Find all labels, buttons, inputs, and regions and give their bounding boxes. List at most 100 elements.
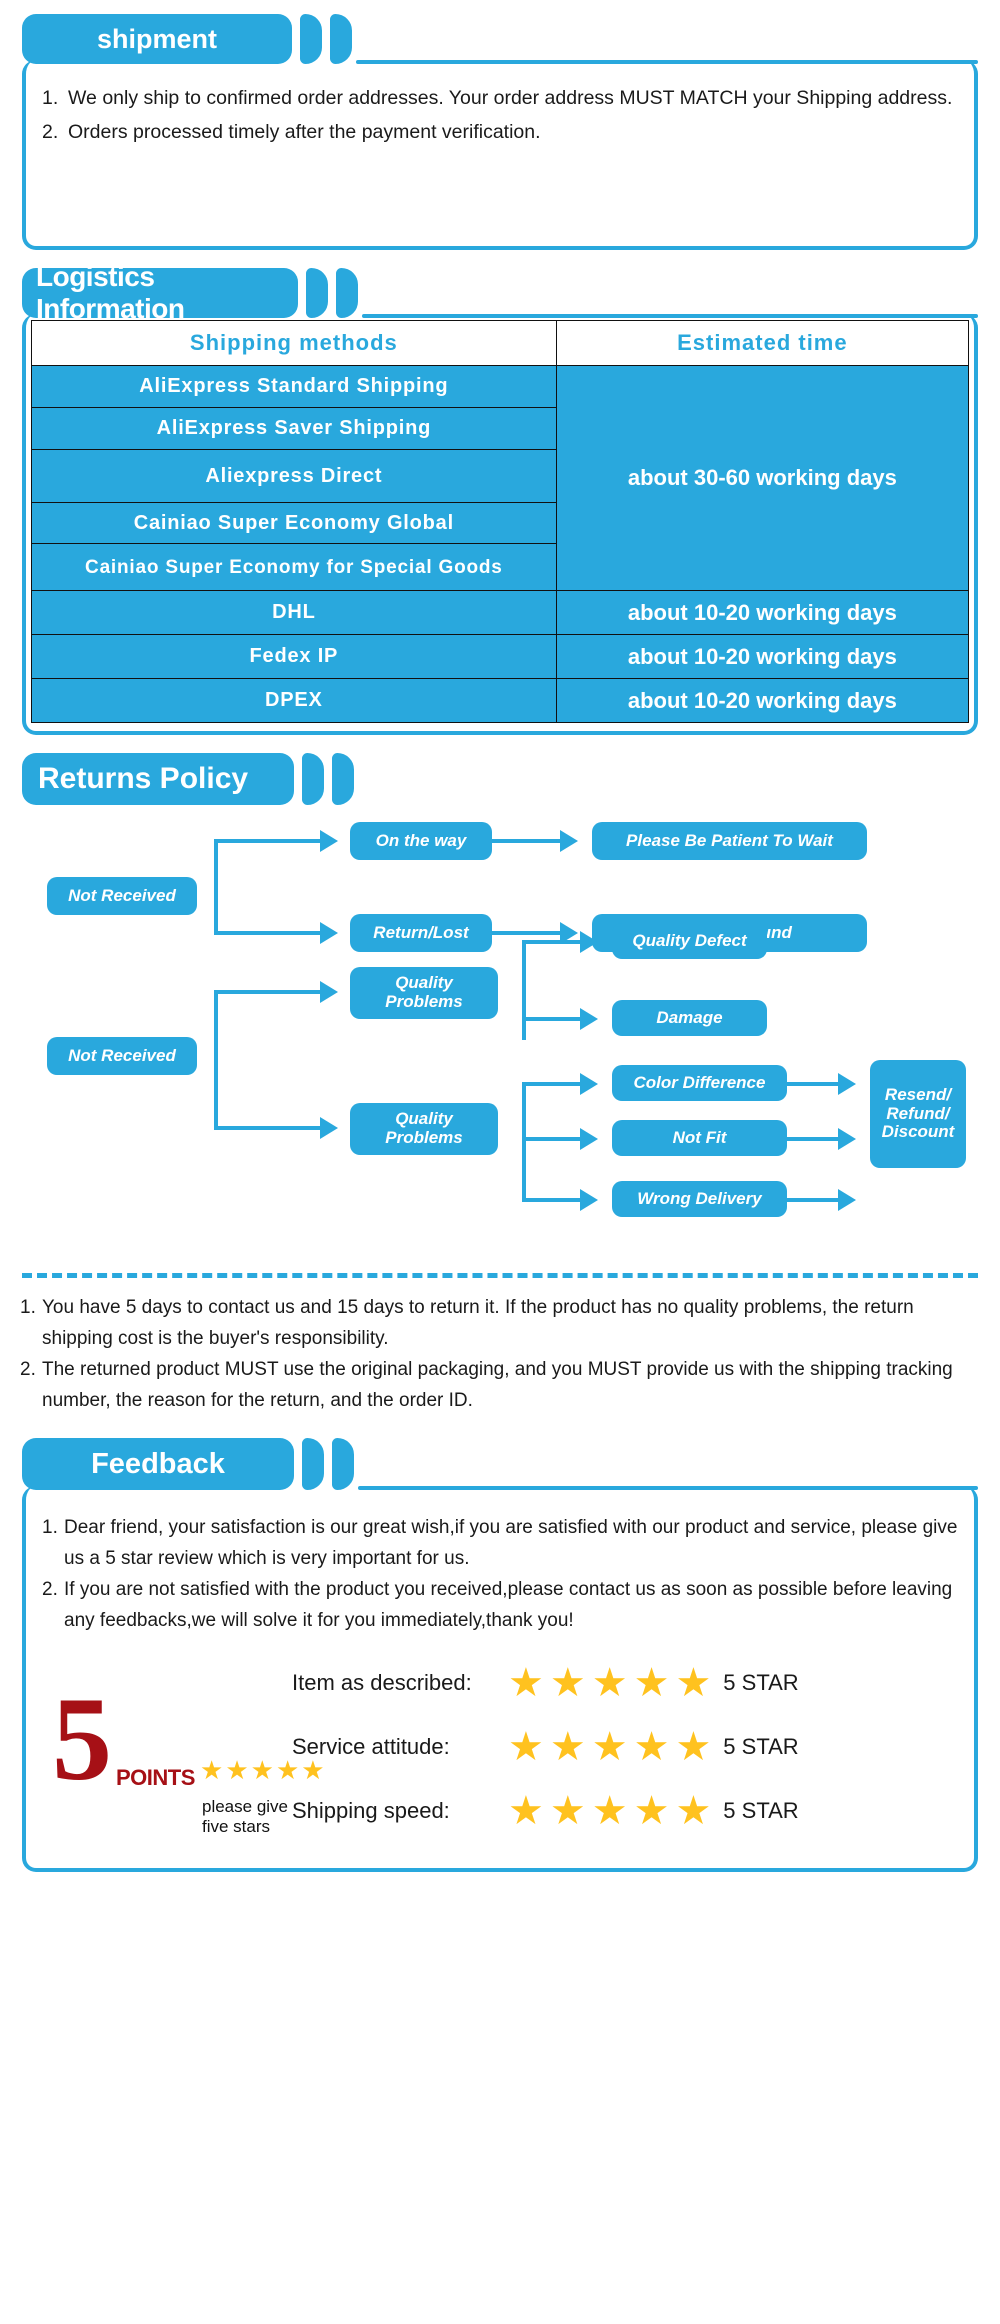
cell-estimated-time: about 10-20 working days	[555, 634, 970, 679]
cell-method: AliExpress Saver Shipping	[31, 407, 557, 450]
logistics-body: Shipping methods Estimated time AliExpre…	[22, 314, 978, 735]
flow-connector	[492, 839, 562, 843]
star-icon: ★	[250, 1755, 274, 1785]
cell-method: DPEX	[31, 678, 557, 723]
flow-connector	[522, 940, 584, 944]
cell-method: Fedex IP	[31, 634, 557, 679]
flow-connector	[214, 839, 218, 935]
returns-tab: Returns Policy	[22, 753, 294, 805]
list-item: 1. We only ship to confirmed order addre…	[42, 82, 958, 114]
cell-method: Cainiao Super Economy Global	[31, 502, 557, 544]
flow-node-damage: Damage	[612, 1000, 767, 1036]
decorative-pip-icon	[336, 268, 358, 318]
list-item: 1. Dear friend, your satisfaction is our…	[42, 1512, 958, 1574]
list-item-text: Orders processed timely after the paymen…	[68, 121, 541, 143]
star-icon: ★	[200, 1755, 224, 1785]
star-icon: ★	[508, 1789, 544, 1833]
star-icon: ★	[675, 1789, 712, 1833]
returns-header: Returns Policy	[22, 753, 978, 805]
returns-notes-list: 1. You have 5 days to contact us and 15 …	[20, 1292, 980, 1416]
list-item-text: We only ship to confirmed order addresse…	[68, 87, 953, 109]
list-item-number: 1.	[42, 1517, 58, 1538]
returns-title: Returns Policy	[38, 762, 249, 795]
rating-star-row: ★ ★ ★ ★ ★	[508, 1727, 711, 1767]
star-icon: ★	[591, 1661, 628, 1705]
returns-policy-section: Returns Policy Not Received On the way P…	[22, 753, 978, 1265]
logistics-table: Shipping methods Estimated time AliExpre…	[31, 320, 970, 723]
flow-connector	[522, 1017, 584, 1021]
cell-method: DHL	[31, 590, 557, 635]
rating-value: 5 STAR	[723, 1670, 799, 1695]
flow-connector	[492, 931, 562, 935]
list-item-number: 1.	[42, 87, 59, 109]
decorative-pip-icon	[300, 14, 322, 64]
flow-node-not-fit: Not Fit	[612, 1120, 787, 1156]
rating-row-item-as-described: Item as described: ★ ★ ★ ★ ★ 5 STAR	[292, 1658, 958, 1708]
flow-arrow-icon	[580, 1189, 598, 1211]
flow-arrow-icon	[838, 1073, 856, 1095]
star-icon: ★	[549, 1725, 586, 1769]
star-icon: ★	[508, 1725, 544, 1769]
rating-area: 5 POINTS ★ ★ ★ ★ ★ please give five star…	[42, 1658, 958, 1850]
feedback-body: 1. Dear friend, your satisfaction is our…	[22, 1486, 978, 1872]
flow-node-resend-refund-discount: Resend/ Refund/ Discount	[870, 1060, 966, 1168]
shipment-header: shipment	[22, 14, 978, 64]
flow-connector	[522, 1198, 584, 1202]
rating-value: 5 STAR	[723, 1734, 799, 1759]
cell-method: Aliexpress Direct	[31, 449, 557, 503]
star-icon: ★	[225, 1755, 249, 1785]
decorative-pip-icon	[302, 1438, 324, 1490]
rating-row-shipping-speed: Shipping speed: ★ ★ ★ ★ ★ 5 STAR	[292, 1786, 958, 1836]
flow-arrow-icon	[320, 830, 338, 852]
cell-method: Cainiao Super Economy for Special Goods	[31, 543, 557, 591]
flow-connector	[214, 1126, 324, 1130]
flow-node-not-received-2: Not Received	[47, 1037, 197, 1075]
flow-connector	[522, 1082, 584, 1086]
flow-connector	[522, 940, 526, 1040]
star-icon: ★	[508, 1661, 544, 1705]
list-item-number: 2.	[42, 1579, 58, 1600]
shipment-tab: shipment	[22, 14, 292, 64]
star-icon: ★	[633, 1661, 670, 1705]
decorative-pip-icon	[330, 14, 352, 64]
table-row: AliExpress Standard Shipping about 30-60…	[31, 365, 970, 591]
section-divider	[22, 1273, 978, 1278]
decorative-pip-icon	[302, 753, 324, 805]
flow-connector	[214, 931, 324, 935]
flow-arrow-icon	[320, 1117, 338, 1139]
feedback-tab: Feedback	[22, 1438, 294, 1490]
column-header-estimated-time: Estimated time	[555, 320, 970, 366]
shipment-body: 1. We only ship to confirmed order addre…	[22, 60, 978, 250]
shipment-section: shipment 1. We only ship to confirmed or…	[22, 14, 978, 250]
star-icon: ★	[591, 1789, 628, 1833]
star-icon: ★	[591, 1725, 628, 1769]
flow-arrow-icon	[320, 922, 338, 944]
flow-node-on-the-way: On the way	[350, 822, 492, 860]
decorative-pip-icon	[306, 268, 328, 318]
flow-arrow-icon	[838, 1189, 856, 1211]
table-row: DHL about 10-20 working days	[31, 590, 970, 635]
list-item-number: 2.	[20, 1359, 36, 1380]
rating-star-row: ★ ★ ★ ★ ★	[508, 1663, 711, 1703]
table-row: DPEX about 10-20 working days	[31, 678, 970, 723]
table-row: AliExpress Saver Shipping	[31, 407, 969, 450]
header-rule	[356, 60, 978, 64]
flow-connector	[214, 990, 218, 1130]
star-icon: ★	[301, 1755, 325, 1785]
cell-estimated-time: about 30-60 working days	[555, 365, 970, 591]
header-rule	[362, 314, 978, 318]
logistics-tab: Logistics Information	[22, 261, 298, 324]
flow-arrow-icon	[580, 1073, 598, 1095]
feedback-list: 1. Dear friend, your satisfaction is our…	[42, 1512, 958, 1636]
rating-label: Shipping speed:	[292, 1798, 450, 1823]
cell-estimated-time: about 10-20 working days	[555, 678, 970, 723]
feedback-header: Feedback	[22, 1438, 978, 1490]
badge-points-label: POINTS	[116, 1765, 195, 1790]
table-row: Cainiao Super Economy for Special Goods	[31, 543, 969, 591]
returns-flowchart: Not Received On the way Please Be Patien…	[22, 815, 978, 1265]
list-item: 2. If you are not satisfied with the pro…	[42, 1574, 958, 1636]
flow-connector	[787, 1137, 842, 1141]
shipment-list: 1. We only ship to confirmed order addre…	[42, 82, 958, 148]
star-icon: ★	[275, 1755, 300, 1785]
list-item-text: The returned product MUST use the origin…	[42, 1359, 953, 1411]
